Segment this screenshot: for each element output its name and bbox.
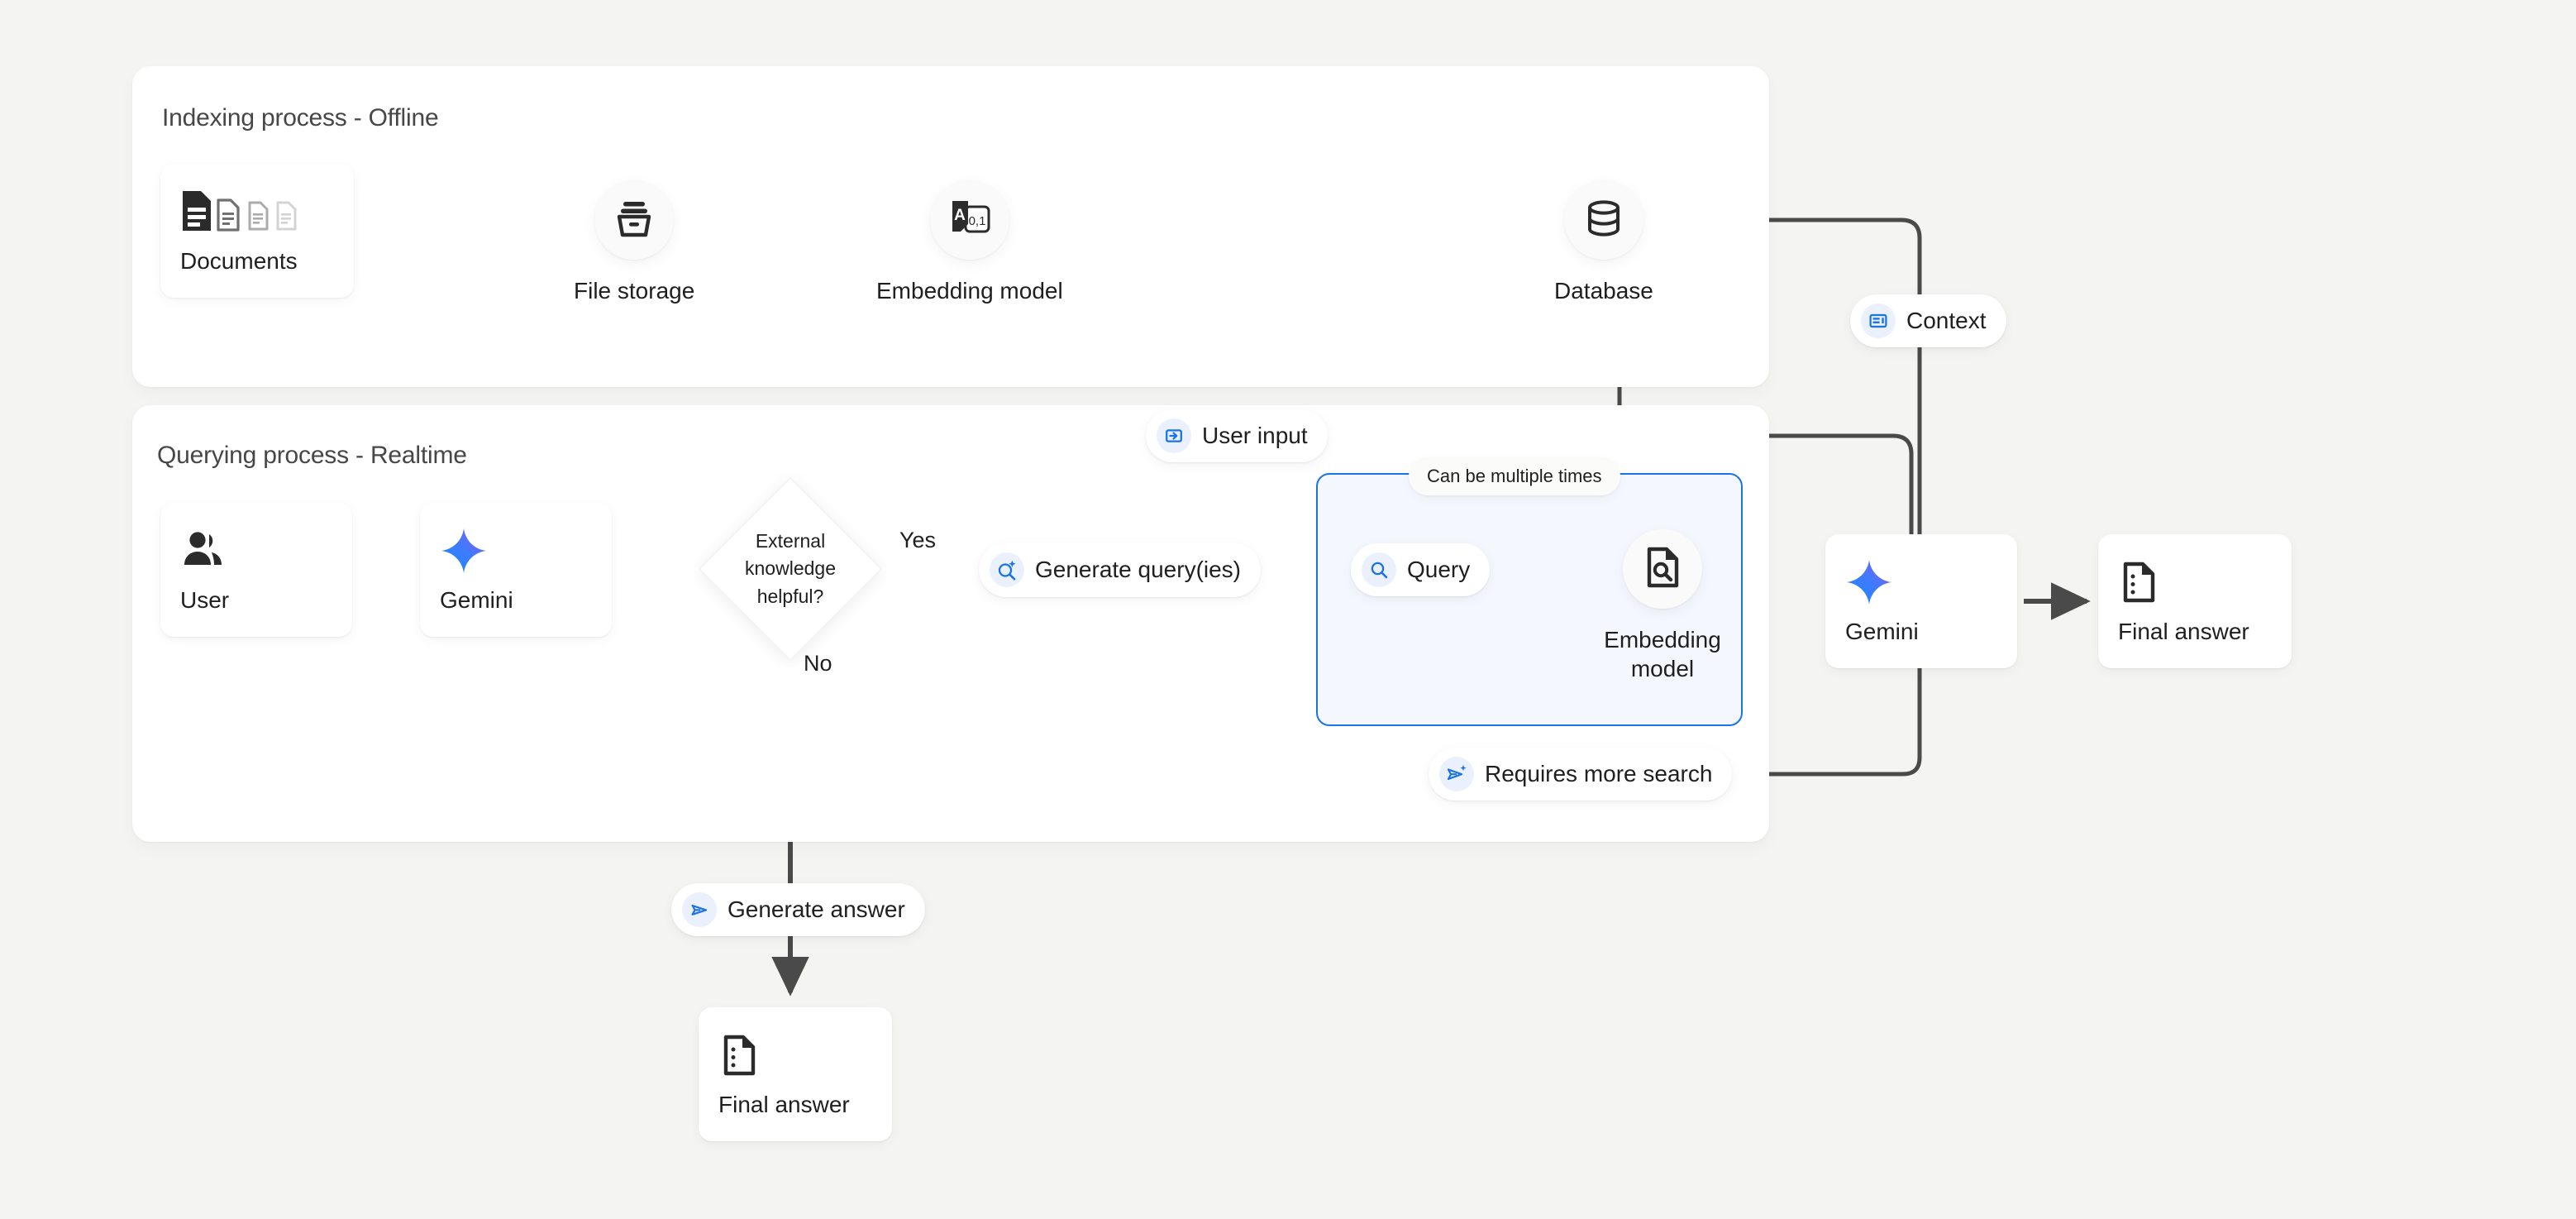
embedding-model-query-label: Embedding model bbox=[1604, 627, 1721, 681]
user-card-label: User bbox=[180, 587, 230, 614]
context-pill[interactable]: Context bbox=[1850, 294, 2006, 347]
people-icon bbox=[180, 525, 228, 576]
article-panel-icon bbox=[1861, 304, 1896, 338]
svg-text:A: A bbox=[954, 207, 966, 224]
gemini-card-left-label: Gemini bbox=[440, 587, 513, 614]
login-arrow-icon bbox=[1157, 418, 1191, 453]
gemini-card-right[interactable]: Gemini bbox=[1825, 534, 2017, 668]
decision-line-2: knowledge bbox=[745, 557, 836, 580]
database-circle bbox=[1563, 180, 1643, 260]
generate-answer-pill[interactable]: Generate answer bbox=[671, 883, 925, 936]
indexing-panel-title: Indexing process - Offline bbox=[162, 104, 439, 131]
send-icon bbox=[682, 892, 717, 927]
file-storage-label: File storage bbox=[574, 278, 695, 304]
gemini-sparkle-icon bbox=[440, 525, 488, 576]
document-bullets-icon bbox=[2118, 557, 2159, 608]
embedding-model-node-query[interactable]: Embedding model bbox=[1580, 529, 1745, 683]
generate-answer-label: Generate answer bbox=[727, 896, 905, 922]
branch-label-no: No bbox=[804, 651, 832, 676]
documents-card-label: Documents bbox=[180, 248, 298, 275]
embedding-model-query-circle bbox=[1623, 529, 1702, 609]
search-sparkle-icon bbox=[990, 552, 1024, 587]
query-pill-label: Query bbox=[1407, 557, 1471, 582]
generate-queries-label: Generate query(ies) bbox=[1035, 557, 1242, 582]
archive-box-icon bbox=[613, 197, 656, 244]
requires-more-search-label: Requires more search bbox=[1485, 761, 1713, 786]
send-sparkle-icon bbox=[1439, 757, 1474, 791]
embedding-model-label: Embedding model bbox=[876, 278, 1063, 304]
document-bullets-icon bbox=[718, 1030, 760, 1081]
final-answer-card-right[interactable]: Final answer bbox=[2098, 534, 2292, 668]
final-answer-card-right-label: Final answer bbox=[2118, 619, 2249, 645]
text-to-vector-icon: 0,1 A bbox=[947, 196, 993, 245]
svg-text:0,1: 0,1 bbox=[968, 214, 985, 228]
embedding-model-circle: 0,1 A bbox=[929, 180, 1009, 260]
loop-note-pill: Can be multiple times bbox=[1409, 457, 1620, 495]
decision-line-1: External bbox=[755, 529, 826, 552]
embedding-model-node-indexing[interactable]: 0,1 A Embedding model bbox=[876, 180, 1063, 305]
context-pill-label: Context bbox=[1906, 308, 1987, 333]
documents-stack-icon bbox=[180, 186, 303, 237]
query-pill[interactable]: Query bbox=[1351, 543, 1491, 596]
gemini-card-right-label: Gemini bbox=[1845, 619, 1919, 645]
decision-diamond[interactable]: External knowledge helpful? bbox=[693, 471, 888, 667]
final-answer-card-bottom-label: Final answer bbox=[718, 1092, 850, 1118]
gemini-sparkle-icon bbox=[1845, 557, 1893, 608]
file-storage-node[interactable]: File storage bbox=[574, 180, 694, 305]
querying-panel-title: Querying process - Realtime bbox=[157, 442, 467, 469]
database-label: Database bbox=[1554, 278, 1653, 304]
user-card[interactable]: User bbox=[160, 503, 352, 637]
file-storage-circle bbox=[594, 180, 675, 260]
decision-line-3: helpful? bbox=[756, 585, 824, 607]
user-input-pill[interactable]: User input bbox=[1146, 409, 1328, 462]
user-input-label: User input bbox=[1202, 423, 1308, 448]
requires-more-search-pill[interactable]: Requires more search bbox=[1429, 748, 1733, 801]
final-answer-card-bottom[interactable]: Final answer bbox=[699, 1007, 892, 1141]
document-search-icon bbox=[1642, 546, 1683, 593]
search-icon bbox=[1362, 552, 1396, 587]
branch-label-yes: Yes bbox=[899, 528, 937, 552]
database-node[interactable]: Database bbox=[1554, 180, 1653, 305]
documents-card[interactable]: Documents bbox=[160, 164, 354, 298]
gemini-card-left[interactable]: Gemini bbox=[420, 503, 612, 637]
database-cylinder-icon bbox=[1583, 198, 1624, 243]
decision-diamond-text: External knowledge helpful? bbox=[693, 471, 888, 667]
generate-queries-pill[interactable]: Generate query(ies) bbox=[979, 543, 1262, 597]
